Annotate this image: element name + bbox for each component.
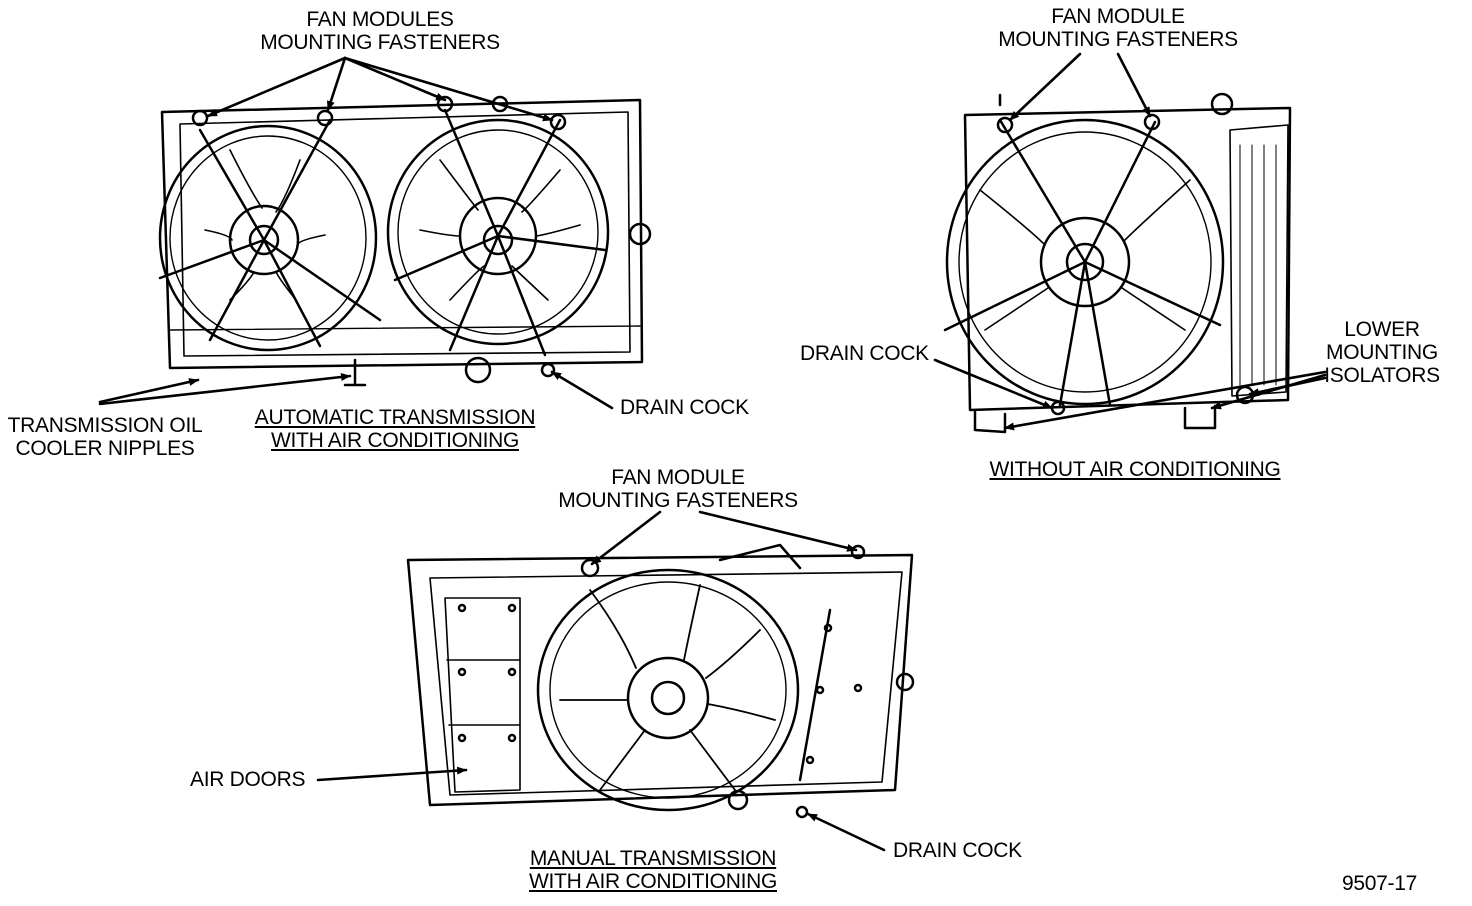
air-doors-label: AIR DOORS bbox=[190, 768, 305, 791]
noac-radiator-assembly bbox=[943, 92, 1292, 434]
noac-fasteners-line-2: MOUNTING FASTENERS bbox=[998, 28, 1238, 51]
auto-caption: AUTOMATIC TRANSMISSION WITH AIR CONDITIO… bbox=[240, 406, 550, 452]
auto-fasteners-line-1: FAN MODULES bbox=[306, 8, 454, 31]
auto-drain-label: DRAIN COCK bbox=[620, 396, 749, 419]
noac-fasteners-label: FAN MODULE MOUNTING FASTENERS bbox=[988, 5, 1248, 51]
noac-drain-label: DRAIN COCK bbox=[800, 342, 929, 365]
auto-drain-text: DRAIN COCK bbox=[620, 396, 749, 419]
lower-isolators-line-2: MOUNTING bbox=[1326, 341, 1438, 364]
lower-isolators-line-3: ISOLATORS bbox=[1324, 364, 1440, 387]
auto-right-fan bbox=[386, 108, 610, 357]
noac-drain-text: DRAIN COCK bbox=[800, 342, 929, 365]
auto-fasteners-label: FAN MODULES MOUNTING FASTENERS bbox=[250, 8, 510, 54]
manual-drain-label: DRAIN COCK bbox=[893, 839, 1022, 862]
manual-caption-line-2: WITH AIR CONDITIONING bbox=[528, 870, 778, 893]
air-doors-text: AIR DOORS bbox=[190, 768, 306, 791]
noac-caption: WITHOUT AIR CONDITIONING bbox=[970, 458, 1300, 481]
auto-left-fan bbox=[158, 118, 382, 352]
figure-number: 9507-17 bbox=[1342, 872, 1417, 895]
manual-fasteners-line-1: FAN MODULE bbox=[611, 466, 745, 489]
manual-fasteners-label: FAN MODULE MOUNTING FASTENERS bbox=[548, 466, 808, 512]
lower-isolators-label: LOWER MOUNTING ISOLATORS bbox=[1318, 318, 1446, 387]
figure-number-text: 9507-17 bbox=[1342, 872, 1417, 895]
manual-caption-line-1: MANUAL TRANSMISSION bbox=[529, 847, 777, 870]
manual-fasteners-line-2: MOUNTING FASTENERS bbox=[558, 489, 798, 512]
trans-oil-line-1: TRANSMISSION OIL bbox=[7, 414, 203, 437]
lower-isolators-line-1: LOWER bbox=[1344, 318, 1420, 341]
auto-radiator-assembly bbox=[158, 95, 652, 387]
auto-caption-line-2: WITH AIR CONDITIONING bbox=[270, 429, 520, 452]
noac-fasteners-line-1: FAN MODULE bbox=[1051, 5, 1185, 28]
manual-radiator-assembly bbox=[406, 543, 915, 819]
noac-caption-text: WITHOUT AIR CONDITIONING bbox=[989, 458, 1281, 481]
manual-caption: MANUAL TRANSMISSION WITH AIR CONDITIONIN… bbox=[508, 847, 798, 893]
trans-oil-line-2: COOLER NIPPLES bbox=[15, 437, 195, 460]
trans-oil-label: TRANSMISSION OIL COOLER NIPPLES bbox=[0, 414, 210, 460]
manual-drain-text: DRAIN COCK bbox=[893, 839, 1022, 862]
auto-fasteners-line-2: MOUNTING FASTENERS bbox=[260, 31, 500, 54]
auto-caption-line-1: AUTOMATIC TRANSMISSION bbox=[254, 406, 536, 429]
leader-lines bbox=[98, 52, 1327, 852]
